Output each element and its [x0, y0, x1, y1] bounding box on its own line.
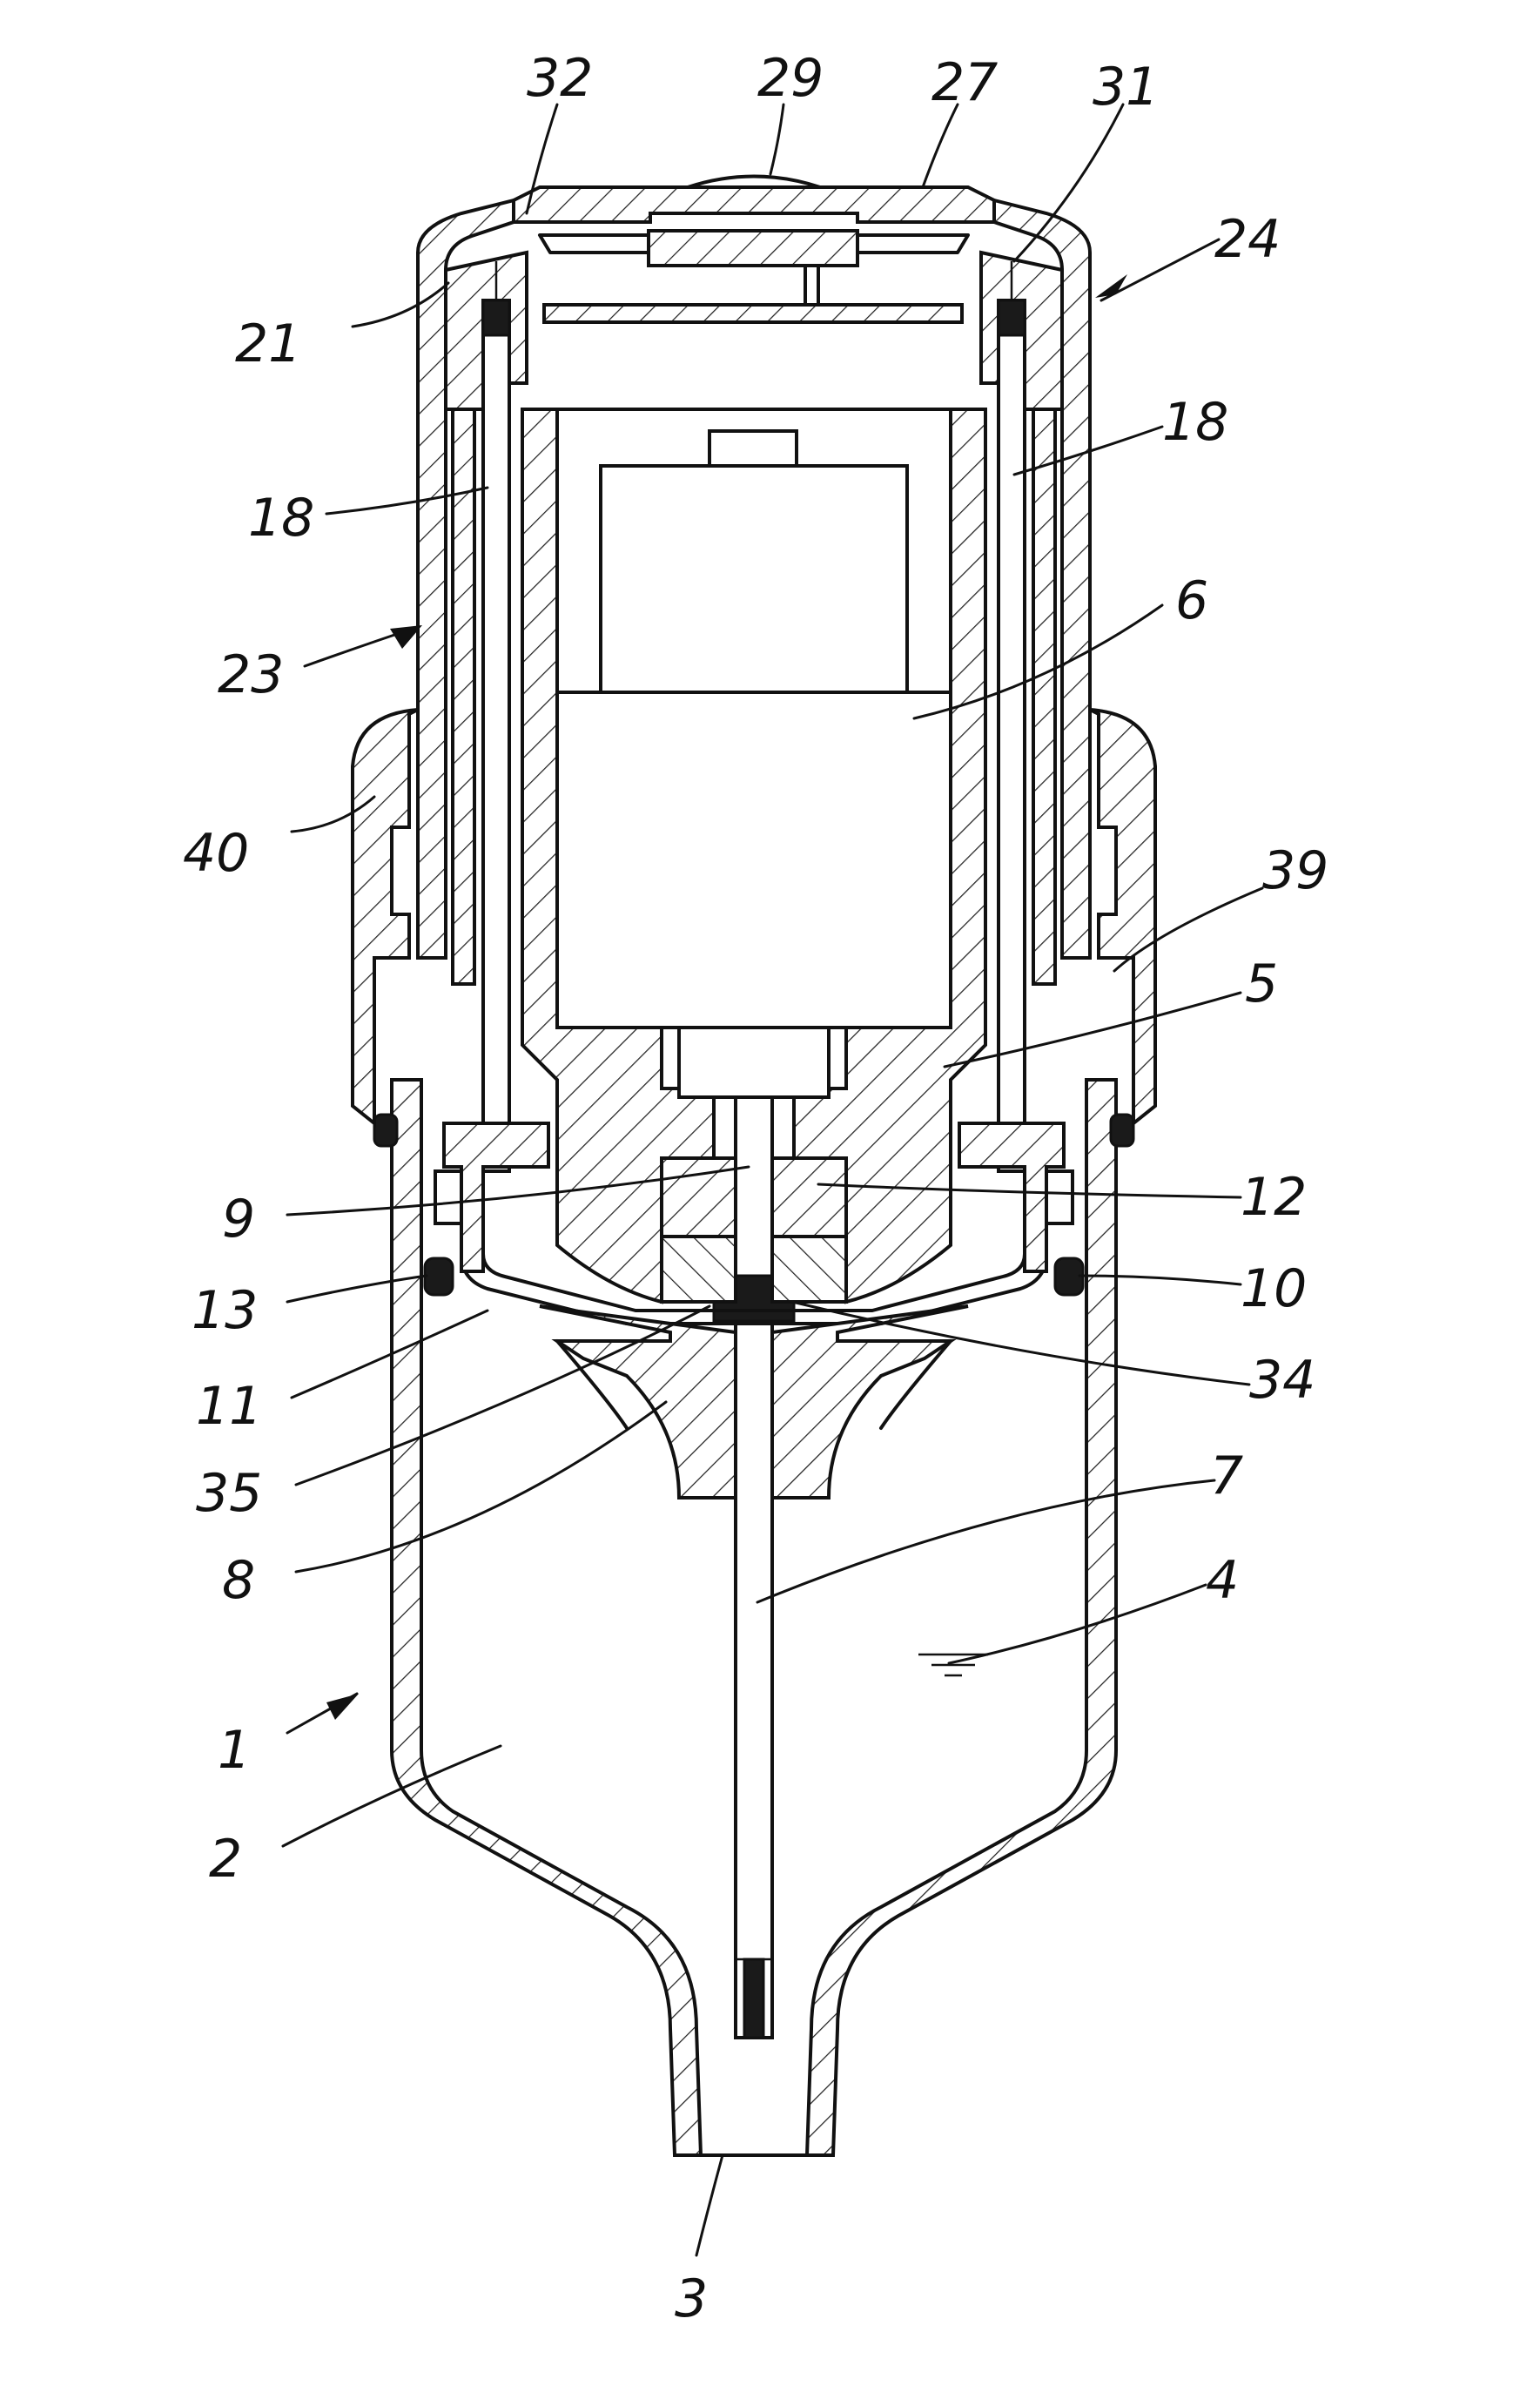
label-4: 4: [1206, 1550, 1239, 1611]
label-23: 23: [218, 644, 284, 705]
label-35: 35: [196, 1463, 262, 1524]
motor: [557, 409, 951, 1097]
label-39: 39: [1262, 840, 1328, 901]
label-40: 40: [183, 823, 249, 884]
label-32: 32: [527, 48, 593, 109]
label-21: 21: [235, 313, 301, 374]
label-31: 31: [1093, 57, 1159, 118]
head-ring: [446, 253, 1062, 409]
label-34: 34: [1249, 1350, 1315, 1411]
label-29: 29: [757, 48, 824, 109]
label-13: 13: [192, 1280, 258, 1341]
label-1: 1: [218, 1720, 251, 1781]
label-10: 10: [1241, 1258, 1307, 1319]
label-18-right: 18: [1162, 392, 1228, 453]
label-2: 2: [209, 1829, 242, 1890]
label-5: 5: [1245, 954, 1278, 1014]
label-7: 7: [1210, 1446, 1243, 1506]
label-6: 6: [1175, 570, 1208, 631]
label-12: 12: [1241, 1167, 1307, 1228]
upper-plate: [544, 305, 962, 322]
label-18-left: 18: [248, 488, 314, 549]
label-8: 8: [222, 1550, 255, 1611]
label-24: 24: [1214, 209, 1281, 270]
label-27: 27: [931, 52, 998, 113]
label-9: 9: [222, 1189, 255, 1250]
label-11: 11: [196, 1376, 262, 1437]
label-3: 3: [675, 2268, 708, 2329]
